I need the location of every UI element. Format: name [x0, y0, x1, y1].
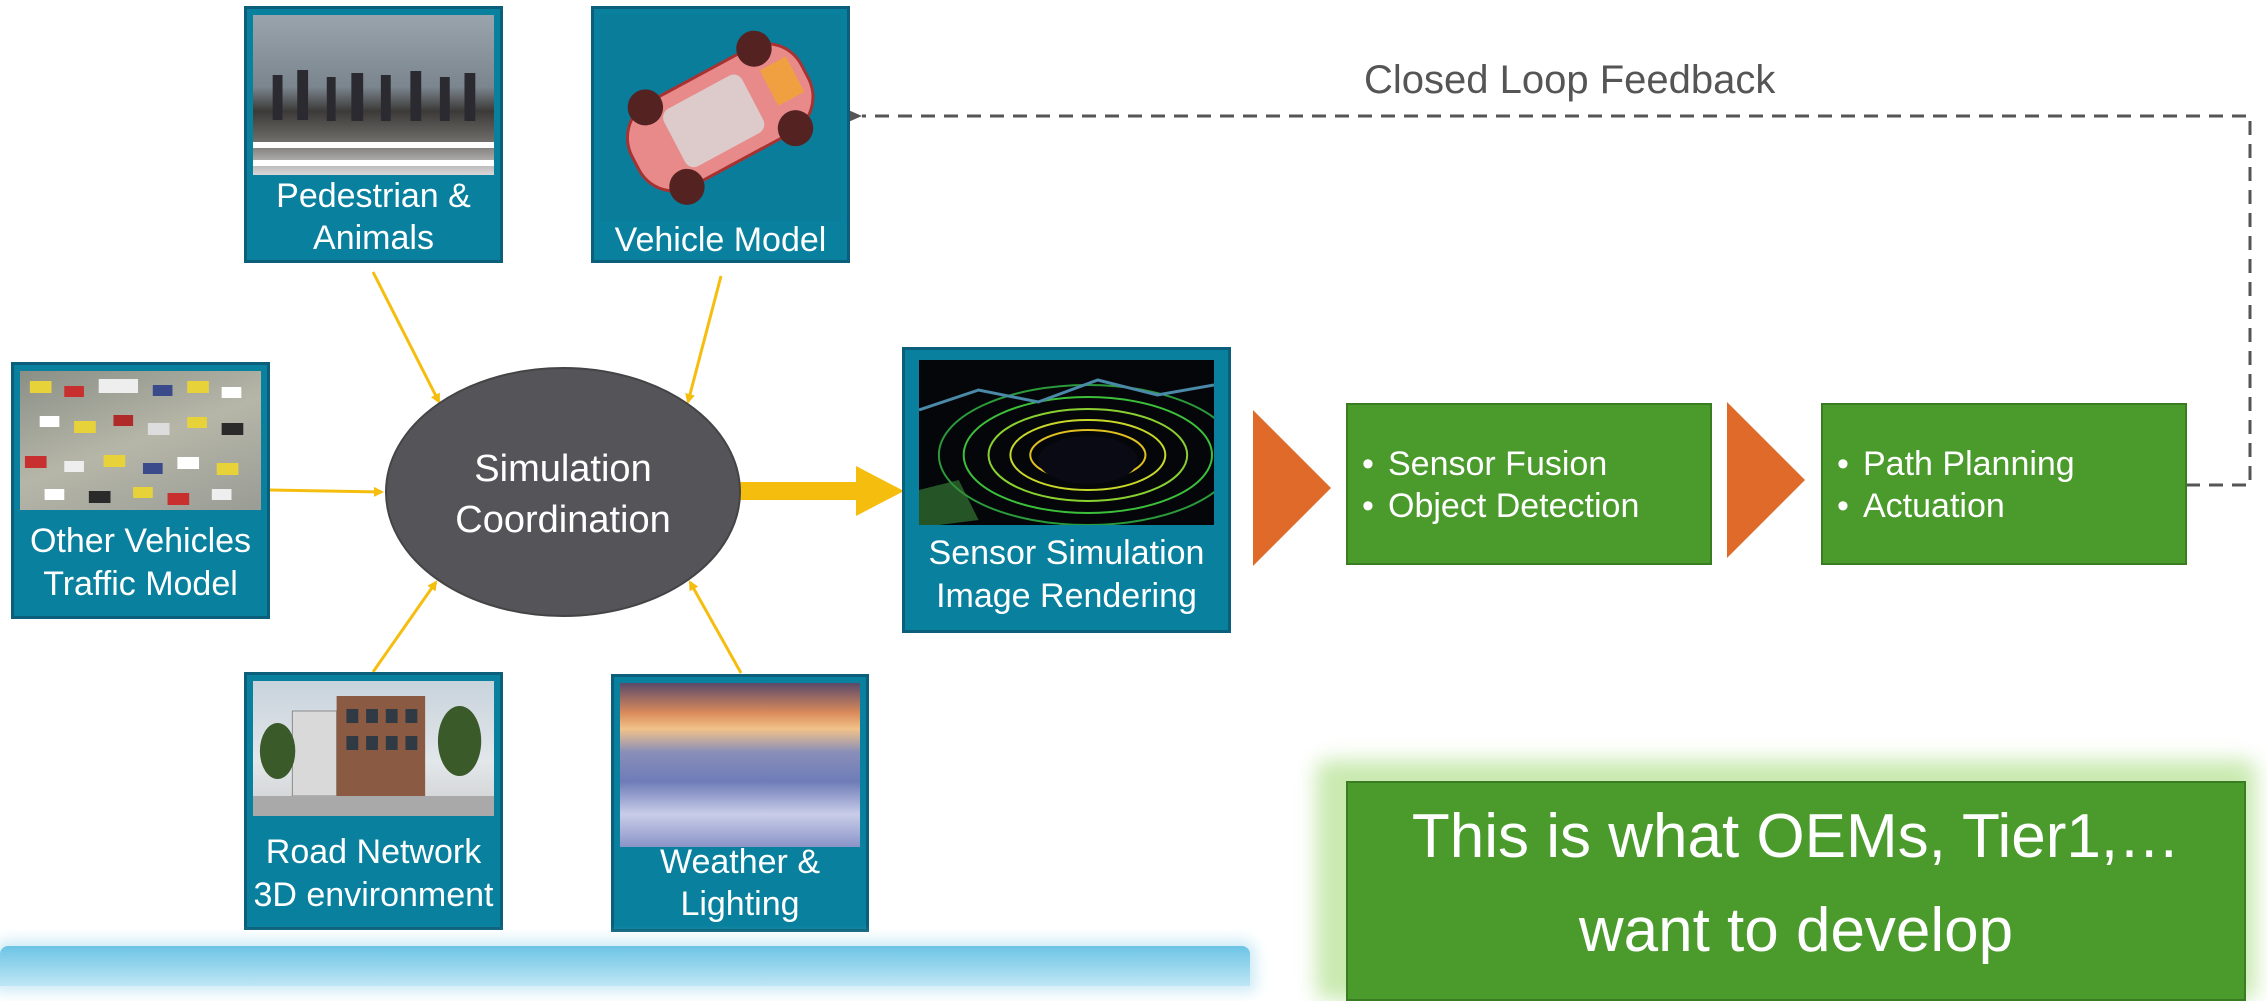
road-label-line1: Road Network: [265, 833, 482, 871]
road-tile: Road Network 3D environment: [244, 672, 503, 930]
fusion-list: Sensor Fusion Object Detection: [1348, 443, 1639, 527]
hub-label-line1: Simulation: [474, 448, 651, 490]
weather-label-line2: Lighting: [680, 885, 800, 923]
vehicle-tile: Vehicle Model: [591, 6, 850, 263]
sensor-label-line2: Image Rendering: [936, 577, 1197, 615]
planning-item-actuation: Actuation: [1837, 485, 2075, 527]
chevron-2: [1727, 402, 1805, 558]
pedestrian-tile: Pedestrian & Animals: [244, 6, 503, 263]
sensor-image: [918, 360, 1238, 526]
simulation-hub: Simulation Coordination: [385, 367, 741, 617]
bottom-glow-bar: [0, 946, 1250, 986]
planning-box: Path Planning Actuation: [1821, 403, 2187, 565]
vehicle-image: [600, 15, 841, 221]
arrow-weather-to-hub: [688, 580, 743, 674]
callout-line1: This is what OEMs, Tier1,…: [1411, 802, 2181, 871]
arrow-traffic-to-hub: [269, 486, 384, 497]
callout-line2: want to develop: [1578, 896, 2014, 965]
pedestrian-label-line1: Pedestrian &: [276, 177, 471, 215]
road-label-line2: 3D environment: [253, 876, 494, 914]
chevron-1: [1253, 410, 1331, 566]
traffic-tile: Other Vehicles Traffic Model: [11, 362, 270, 619]
traffic-image: [20, 371, 261, 510]
arrow-vehicle-to-hub: [685, 275, 723, 404]
weather-image: [620, 683, 860, 847]
traffic-label-line2: Traffic Model: [43, 565, 238, 603]
planning-list: Path Planning Actuation: [1823, 443, 2075, 527]
feedback-line: [846, 109, 2252, 487]
hub-label-line2: Coordination: [455, 499, 670, 541]
arrow-road-to-hub: [371, 580, 438, 673]
fusion-item-sensor-fusion: Sensor Fusion: [1362, 443, 1639, 485]
road-image: [253, 681, 494, 816]
traffic-label-line1: Other Vehicles: [29, 522, 252, 560]
sensor-tile: Sensor Simulation Image Rendering: [902, 347, 1238, 633]
sensor-label-line1: Sensor Simulation: [928, 534, 1205, 572]
pedestrian-label-line2: Animals: [313, 219, 434, 257]
pedestrian-image: [253, 15, 494, 175]
weather-tile: Weather & Lighting: [611, 674, 869, 932]
feedback-label: Closed Loop Feedback: [1364, 58, 1776, 102]
callout-box: This is what OEMs, Tier1,… want to devel…: [1346, 781, 2246, 1001]
planning-item-path-planning: Path Planning: [1837, 443, 2075, 485]
hub-to-sensor-arrow: [740, 466, 904, 516]
arrow-pedestrian-to-hub: [371, 271, 441, 404]
connector-layer: Simulation Coordination: [269, 109, 2252, 674]
fusion-box: Sensor Fusion Object Detection: [1346, 403, 1712, 565]
input-arrows: [269, 271, 743, 674]
weather-label-line1: Weather &: [659, 843, 820, 881]
vehicle-label: Vehicle Model: [614, 221, 827, 259]
fusion-item-object-detection: Object Detection: [1362, 485, 1639, 527]
